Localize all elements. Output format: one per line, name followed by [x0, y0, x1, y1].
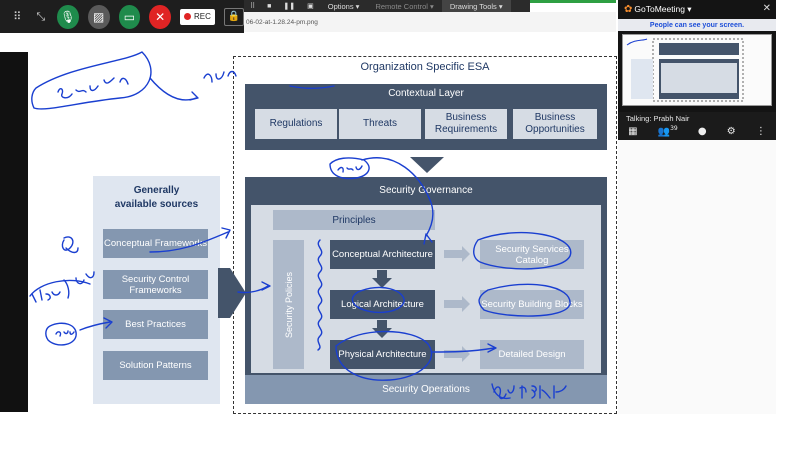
talking-status-bar: Talking: Prabh Nair ▦ 👥39 ● ⚙ ⋮: [618, 112, 776, 140]
sources-title-text: Generally available sources: [114, 185, 199, 210]
drag-handle-icon[interactable]: ⠿: [13, 10, 22, 23]
sharing-indicator-line: [530, 0, 616, 3]
screen-share-notice: People can see your screen.: [618, 19, 776, 31]
side-blank-area: [618, 140, 776, 414]
options-menu[interactable]: Options ▾: [327, 1, 360, 11]
source-best-practices: Best Practices: [103, 310, 208, 339]
security-policies-label: Security Policies: [283, 271, 294, 338]
screen-share-icon[interactable]: ▭: [118, 4, 141, 29]
close-icon[interactable]: ✕: [762, 3, 771, 14]
microphone-icon[interactable]: 🎙: [57, 4, 79, 29]
gotomeeting-logo-icon: ✿: [624, 3, 633, 15]
security-building-blocks-box: Security Building Blocks: [480, 290, 584, 319]
source-conceptual-frameworks: Conceptual Frameworks: [103, 229, 208, 258]
gotomeeting-header: ✿ GoToMeeting ▾ ✕: [618, 0, 776, 18]
sources-title: Generally available sources: [93, 179, 220, 212]
camera-off-icon[interactable]: ▨: [87, 4, 110, 29]
lock-icon[interactable]: 🔒: [223, 7, 245, 26]
drag-dots-icon[interactable]: ⠿: [250, 3, 256, 10]
more-options-icon[interactable]: ⋮: [755, 125, 766, 137]
principles-box: Principles: [273, 210, 435, 230]
attendees-button[interactable]: 👥39: [657, 124, 678, 138]
file-name: 06-02-at-1.28.24-pm.png: [246, 19, 318, 26]
context-down-arrow: [410, 157, 444, 173]
stop-icon[interactable]: ■: [267, 2, 272, 10]
contextual-layer: Contextual Layer Regulations Threats Bus…: [245, 84, 607, 150]
meeting-control-bar: ⠿ ⤡ 🎙 ▨ ▭ ✕ REC 🔒: [0, 0, 245, 33]
generally-available-sources: Generally available sources Conceptual F…: [93, 176, 220, 404]
left-dark-panel: [0, 52, 28, 412]
record-dot-icon: [184, 13, 191, 20]
preview-miniature: [626, 38, 744, 102]
context-item-threats: Threats: [339, 109, 421, 139]
pause-icon[interactable]: ❚❚: [283, 3, 296, 10]
settings-gear-icon[interactable]: ⚙: [726, 125, 736, 137]
source-solution-patterns: Solution Patterns: [103, 351, 208, 380]
leave-meeting-icon[interactable]: ✕: [149, 4, 171, 29]
attendees-count: 39: [670, 124, 678, 132]
gotomeeting-actions: ▦ 👥39 ● ⚙ ⋮: [618, 124, 776, 138]
security-governance-title: Security Governance: [379, 185, 473, 196]
esa-dashed-frame: [233, 56, 617, 414]
sources-arrow: [218, 268, 246, 318]
security-operations-label: Security Operations: [382, 384, 470, 395]
source-security-control-frameworks: Security Control Frameworks: [103, 270, 208, 299]
recording-label: REC: [194, 12, 211, 21]
physical-architecture-box: Physical Architecture: [330, 340, 435, 369]
collapse-icon[interactable]: ⤡: [36, 9, 46, 23]
screen-preview-thumbnail: [622, 34, 772, 106]
gotomeeting-panel: ✿ GoToMeeting ▾ ✕ People can see your sc…: [618, 0, 776, 140]
screen-icon[interactable]: ▣: [307, 3, 314, 10]
chat-icon[interactable]: ●: [697, 125, 707, 137]
security-policies-box: Security Policies: [273, 240, 304, 369]
esa-title: Organization Specific ESA: [360, 61, 490, 73]
recording-badge[interactable]: REC: [180, 8, 215, 25]
context-item-business-requirements: Business Requirements: [425, 109, 507, 139]
presenter-toolbar: ⠿ ■ ❚❚ ▣ Options ▾ Remote Control ▾ Draw…: [244, 0, 530, 12]
context-item-business-opportunities: Business Opportunities: [513, 109, 597, 139]
detailed-design-box: Detailed Design: [480, 340, 584, 369]
talking-label: Talking: Prabh Nair: [626, 114, 690, 123]
context-item-regulations: Regulations: [255, 109, 337, 139]
remote-control-menu[interactable]: Remote Control ▾: [375, 1, 434, 11]
drawing-tools-menu[interactable]: Drawing Tools ▾: [441, 0, 511, 12]
file-path-strip: 06-02-at-1.28.24-pm.png: [244, 12, 616, 32]
logical-architecture-box: Logical Architecture: [330, 290, 435, 319]
right-edge: [776, 0, 800, 464]
security-services-catalog-box: Security Services Catalog: [480, 240, 584, 269]
conceptual-architecture-box: Conceptual Architecture: [330, 240, 435, 269]
gotomeeting-brand-menu[interactable]: GoToMeeting ▾: [634, 3, 692, 14]
contextual-layer-title: Contextual Layer: [388, 88, 464, 99]
grid-view-icon[interactable]: ▦: [628, 125, 638, 137]
